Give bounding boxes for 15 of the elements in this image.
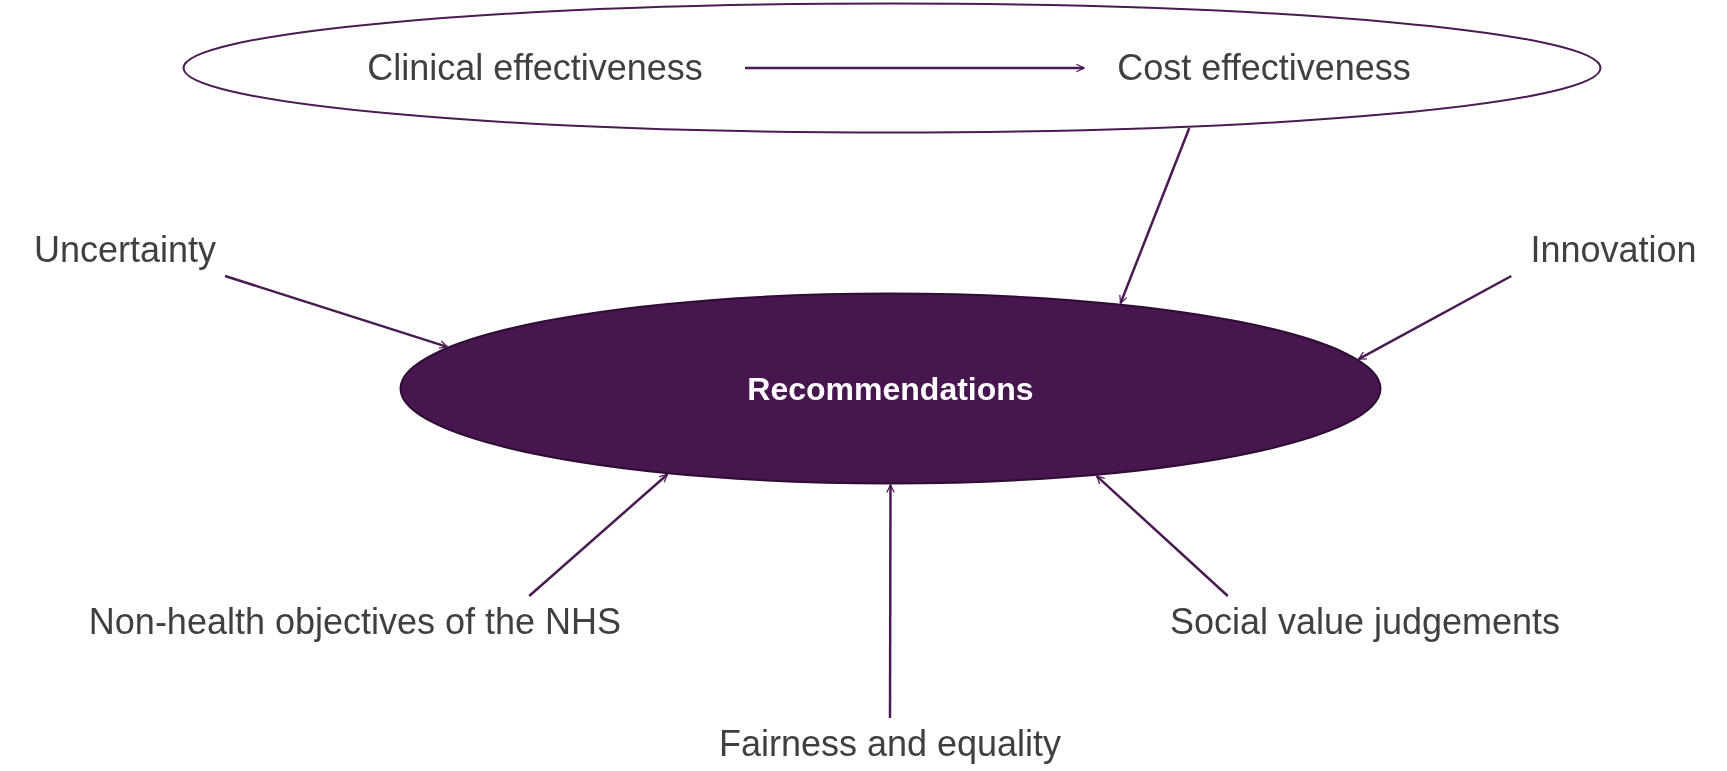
arrow	[224, 274, 448, 349]
ellipse-label: Recommendations	[747, 369, 1034, 409]
arrow	[1095, 475, 1229, 597]
arrow	[1357, 274, 1512, 361]
node-label: Social value judgements	[1169, 600, 1561, 644]
node-label: Fairness and equality	[718, 722, 1062, 766]
arrow	[745, 63, 1085, 73]
arrow	[1119, 127, 1191, 304]
arrow	[886, 484, 895, 718]
arrow	[528, 473, 669, 597]
node-label: Innovation	[1530, 228, 1697, 272]
node-label: Cost effectiveness	[1117, 46, 1411, 90]
node-label: Non-health objectives of the NHS	[88, 600, 622, 644]
node-label: Clinical effectiveness	[367, 46, 703, 90]
node-label: Uncertainty	[33, 228, 217, 272]
